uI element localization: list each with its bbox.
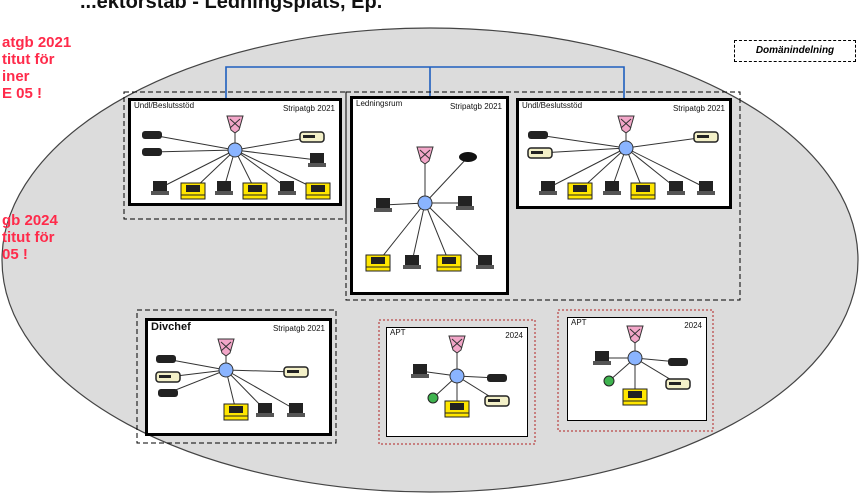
workstation-icon — [242, 182, 268, 200]
workstation-icon — [630, 182, 656, 200]
computer-icon — [308, 153, 326, 167]
device-icon — [142, 131, 162, 139]
backbone — [225, 66, 625, 100]
router-icon — [626, 325, 644, 344]
left-note-2: gb 2024 titut för 05 ! — [2, 212, 58, 263]
printer-icon — [299, 131, 325, 143]
legend-domain-box: Domänindelning — [734, 40, 856, 62]
computer-icon — [287, 403, 305, 417]
computer-icon — [151, 181, 169, 195]
room-name: Undl/Beslutsstöd — [522, 101, 583, 110]
hub-icon — [417, 195, 433, 211]
hub-icon — [449, 368, 465, 384]
left-note-2-line: 05 ! — [2, 246, 28, 263]
room-lednings-network — [365, 146, 494, 272]
workstation-icon — [567, 182, 593, 200]
hub-icon — [618, 140, 634, 156]
left-note-1-line: E 05 ! — [2, 85, 43, 102]
printer-icon — [155, 371, 181, 383]
device-icon — [158, 389, 178, 397]
room-year: 2024 — [684, 321, 702, 330]
cloud-icon — [459, 152, 477, 162]
computer-icon — [374, 198, 392, 212]
workstation-icon — [436, 254, 462, 272]
workstation-icon — [444, 400, 470, 418]
computer-icon — [411, 364, 429, 378]
device-icon — [142, 148, 162, 156]
room-name: APT — [390, 328, 406, 337]
left-note-1-line: titut för — [2, 51, 55, 68]
green-node-icon — [603, 375, 615, 387]
printer-icon — [283, 366, 309, 378]
printer-icon — [693, 131, 719, 143]
hub-icon — [227, 142, 243, 158]
workstation-icon — [365, 254, 391, 272]
computer-icon — [256, 403, 274, 417]
computer-icon — [215, 181, 233, 195]
computer-icon — [593, 351, 611, 365]
left-note-1-line: iner — [2, 68, 30, 85]
workstation-icon — [223, 403, 249, 421]
computer-icon — [539, 181, 557, 195]
room-apt1-network — [411, 335, 510, 418]
room-year: Stripatgb 2021 — [282, 104, 335, 113]
room-unit1-network — [142, 115, 331, 200]
device-icon — [528, 131, 548, 139]
computer-icon — [667, 181, 685, 195]
printer-icon — [665, 378, 691, 390]
left-note-2-line: gb 2024 — [2, 212, 58, 229]
room-year: 2024 — [505, 331, 523, 340]
computer-icon — [403, 255, 421, 269]
room-name: Undl/Beslutsstöd — [134, 101, 195, 110]
workstation-icon — [622, 388, 648, 406]
left-note-1-line: atgb 2021 — [2, 34, 72, 51]
room-year: Stripatgb 2021 — [672, 104, 725, 113]
computer-icon — [476, 255, 494, 269]
computer-icon — [697, 181, 715, 195]
computer-icon — [603, 181, 621, 195]
room-year: Stripatgb 2021 — [449, 102, 502, 111]
printer-icon — [484, 395, 510, 407]
green-node-icon — [427, 392, 439, 404]
room-unit2-network — [527, 115, 719, 200]
left-note-1: atgb 2021 titut för iner E 05 ! — [2, 34, 71, 102]
workstation-icon — [180, 182, 206, 200]
diagram-title: ...ektorstab - Ledningsplats, Ep. — [80, 0, 383, 13]
room-year: Stripatgb 2021 — [272, 324, 325, 333]
room-name: Ledningsrum — [356, 99, 403, 108]
computer-icon — [278, 181, 296, 195]
dashed-domains — [123, 91, 741, 444]
dotted-domains — [378, 309, 714, 445]
printer-icon — [527, 147, 553, 159]
computer-icon — [456, 196, 474, 210]
workstation-icon — [305, 182, 331, 200]
router-icon — [617, 115, 635, 134]
room-apt2-network — [593, 325, 691, 406]
room-divchef-network — [155, 338, 309, 421]
hub-icon — [218, 362, 234, 378]
router-icon — [217, 338, 235, 357]
router-icon — [226, 115, 244, 134]
device-icon — [487, 374, 507, 382]
device-icon — [156, 355, 176, 363]
room-name: Divchef — [151, 321, 191, 333]
room-name: APT — [571, 318, 587, 327]
hub-icon — [627, 350, 643, 366]
router-icon — [448, 335, 466, 354]
router-icon — [416, 146, 434, 165]
device-icon — [668, 358, 688, 366]
left-note-2-line: titut för — [2, 229, 55, 246]
